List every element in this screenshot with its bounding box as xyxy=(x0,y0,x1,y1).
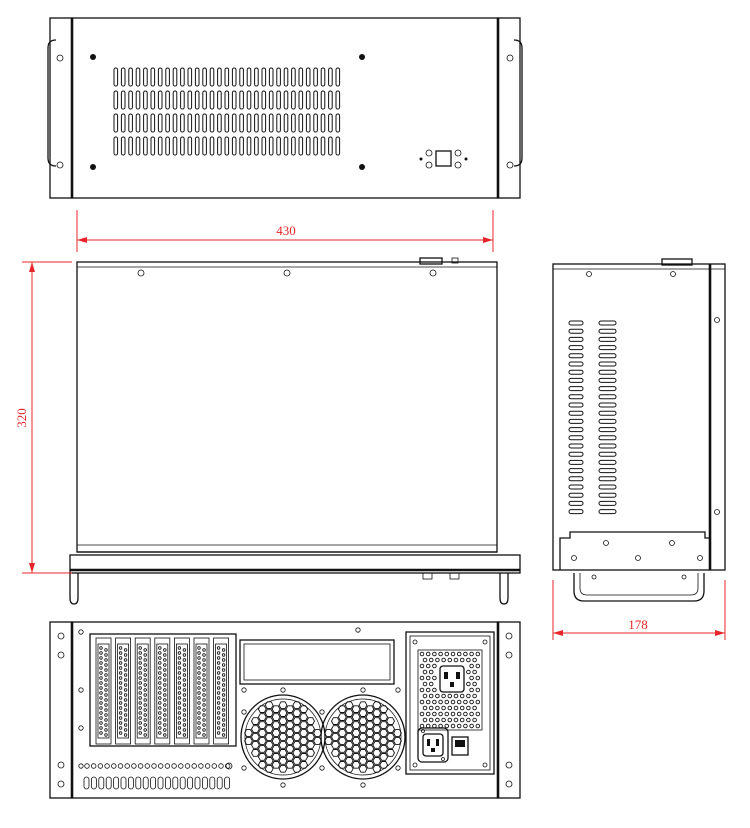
rear-io-holes xyxy=(83,762,233,790)
power-inlet-icon xyxy=(417,727,449,763)
power-supply xyxy=(405,631,495,775)
fan-grille-icon xyxy=(320,694,406,780)
top-view xyxy=(69,257,521,605)
power-inlet-icon xyxy=(439,665,465,693)
depth-dimension: 320 xyxy=(14,261,72,574)
rear-view xyxy=(49,621,521,799)
front-vent-grid xyxy=(113,67,341,156)
fan-grille-icon xyxy=(240,694,326,780)
side-vent-columns xyxy=(568,320,617,515)
depth-label: 320 xyxy=(14,408,29,428)
power-switch-icon xyxy=(451,736,469,756)
width-dimension: 430 xyxy=(76,210,494,252)
expansion-slots xyxy=(95,637,230,745)
front-view xyxy=(47,17,523,199)
height-dimension: 178 xyxy=(552,580,726,640)
height-label: 178 xyxy=(628,617,648,632)
width-label: 430 xyxy=(276,223,296,238)
side-view xyxy=(552,258,726,602)
usb-port-icon xyxy=(419,149,468,169)
